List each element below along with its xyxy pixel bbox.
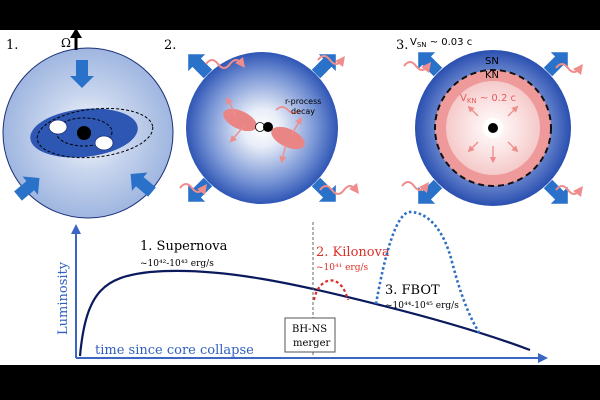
kn-label: KN — [485, 70, 499, 81]
neutron-star-2 — [94, 135, 114, 151]
photon-squiggle-2 — [317, 55, 346, 68]
rprocess-label-line1: r-process — [285, 97, 321, 106]
sn-kn-boundary — [434, 69, 552, 187]
sn-outflow-arrow-se — [543, 179, 568, 204]
photon-squiggle-4 — [319, 182, 360, 195]
photon-squiggle-1 — [205, 56, 246, 69]
x-axis-arrowhead — [538, 353, 548, 363]
fbot-curve — [374, 210, 482, 335]
supernova-title: 1. Supernova — [140, 239, 228, 254]
kn-expansion-arrow-3 — [467, 141, 479, 153]
outflow-arrow-nw — [188, 54, 213, 79]
photon-squiggle-5 — [275, 106, 301, 114]
kn-expansion-arrow-4 — [507, 141, 519, 153]
black-hole — [263, 122, 273, 132]
merger-box — [284, 317, 336, 353]
ejecta-arrow-2 — [229, 125, 245, 143]
sn-outflow-arrow-sw — [418, 179, 443, 204]
merger-label-line1: BH-NS — [292, 324, 327, 335]
panel-3-label: 3. — [396, 38, 408, 53]
kn-expansion-arrow-1 — [467, 105, 479, 117]
fbot-title: 3. FBOT — [385, 283, 440, 298]
central-remnant — [488, 123, 498, 133]
sn-outflow-arrow-ne — [543, 52, 568, 77]
y-axis-label: Luminosity — [56, 261, 71, 335]
inflow-arrow-top — [70, 60, 94, 88]
p3-photon-squiggle-1 — [403, 61, 432, 74]
outflow-arrow-se — [311, 177, 336, 202]
kilonova-luminosity: ~10⁴¹ erg/s — [316, 263, 368, 273]
ejecta-arrow-3 — [291, 116, 302, 135]
central-black-hole — [77, 126, 91, 140]
fbot-luminosity: ~10⁴⁴-10⁴⁵ erg/s — [385, 301, 459, 311]
ejecta-arrow-1 — [226, 96, 237, 117]
panel-1-label: 1. — [6, 38, 18, 53]
kilonova-title: 2. Kilonova — [316, 245, 390, 260]
kn-expansion-arrow-2 — [507, 105, 519, 117]
panel-1: 1. Ω — [2, 28, 174, 219]
ejecta-arrow-4 — [279, 143, 287, 164]
panel-3: 3. VSN ~ 0.03 c SN KN VKN ~ 0.2 c — [396, 37, 584, 206]
ejecta-lobe-left — [223, 108, 257, 132]
supernova-curve — [78, 269, 531, 357]
p3-photon-squiggle-2 — [555, 63, 584, 76]
supernova-luminosity: ~10⁴²-10⁴³ erg/s — [140, 259, 214, 269]
light-curve-panel: Luminosity time since core collapse 1. S… — [56, 210, 548, 363]
p3-photon-squiggle-3 — [401, 181, 430, 194]
photon-squiggle-3 — [179, 183, 208, 196]
rprocess-label-line2: decay — [291, 107, 315, 116]
kilonova-curve — [312, 279, 350, 301]
vsn-label: VSN ~ 0.03 c — [410, 37, 472, 49]
vkn-label: VKN ~ 0.2 c — [460, 93, 516, 105]
sn-label: SN — [485, 56, 499, 67]
omega-arrow-head — [70, 28, 82, 38]
inflow-arrow-right — [130, 172, 156, 197]
neutron-star-1 — [48, 119, 68, 135]
panel-2-label: 2. — [164, 38, 176, 53]
x-axis-label: time since core collapse — [95, 343, 254, 358]
p3-photon-squiggle-4 — [555, 185, 584, 198]
inflow-arrow-left — [14, 176, 40, 201]
ejecta-lobe-right — [271, 126, 305, 150]
y-axis-arrowhead — [71, 224, 81, 234]
omega-label: Ω — [61, 36, 71, 50]
outer-orbit — [36, 107, 154, 159]
merger-label-line2: merger — [293, 338, 331, 349]
panel-2: 2. r-process decay — [164, 38, 360, 204]
